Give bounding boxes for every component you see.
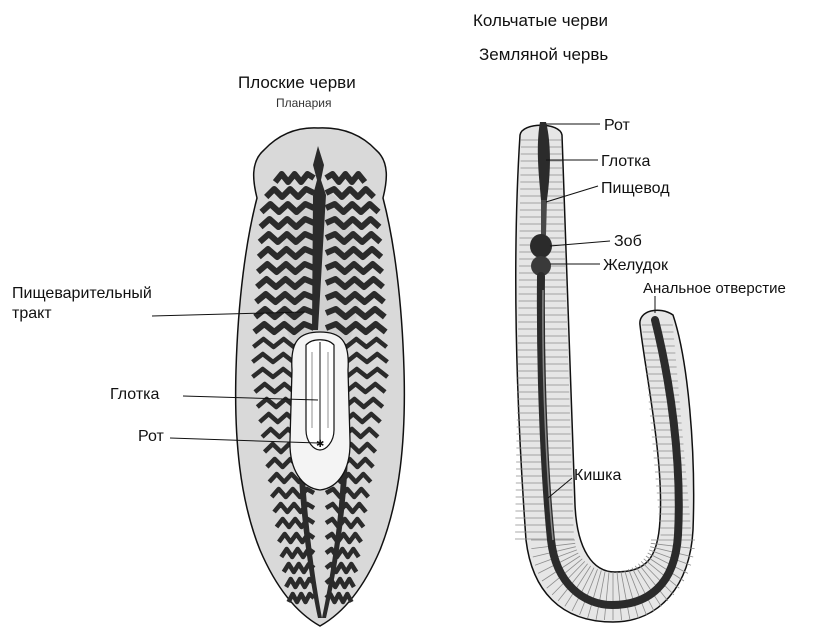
earthworm-group-title: Кольчатые черви — [473, 11, 608, 30]
earthworm-subtitle: Земляной червь — [479, 45, 608, 64]
planaria-figure: ✱ — [236, 128, 405, 626]
label-planaria-pharynx: Глотка — [110, 386, 160, 403]
label-digestive-tract-line2: тракт — [12, 305, 52, 322]
planaria-mouth-mark: ✱ — [316, 439, 324, 450]
label-earthworm-mouth: Рот — [604, 117, 631, 134]
label-earthworm-crop: Зоб — [614, 233, 642, 250]
label-earthworm-anus: Анальное отверстие — [643, 280, 786, 297]
label-digestive-tract-line1: Пищеварительный — [12, 285, 152, 302]
label-earthworm-gizzard: Желудок — [603, 257, 669, 274]
label-planaria-mouth: Рот — [138, 428, 165, 445]
flatworm-title: Плоские черви — [238, 73, 356, 92]
label-earthworm-pharynx: Глотка — [601, 153, 651, 170]
earthworm-esophagus — [541, 200, 547, 235]
flatworm-subtitle: Планария — [276, 96, 331, 110]
label-earthworm-esophagus: Пищевод — [601, 180, 670, 197]
earthworm-figure — [515, 122, 695, 622]
label-earthworm-intestine: Кишка — [574, 467, 621, 484]
earthworm-crop — [530, 234, 552, 258]
